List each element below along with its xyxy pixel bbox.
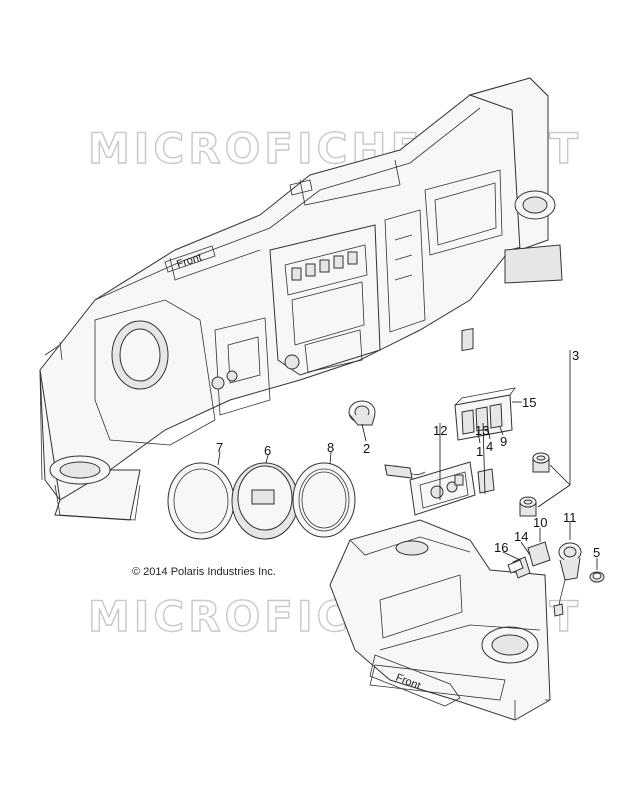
dashboard-assembly: Front [39, 77, 563, 521]
switch-block [454, 328, 516, 441]
callout-9: 9 [500, 434, 507, 449]
callout-4: 4 [486, 439, 493, 454]
callout-3: 3 [572, 348, 579, 363]
callout-14: 14 [514, 529, 528, 544]
gauge-parts [167, 462, 356, 540]
callout-13: 13 [475, 423, 489, 438]
leader-lines [217, 350, 598, 570]
callout-11: 11 [563, 510, 577, 525]
callout-labels: 15 1 4 9 3 12 13 2 7 6 8 16 14 10 11 5 [216, 348, 600, 560]
callout-1: 1 [476, 444, 483, 459]
callout-8: 8 [327, 440, 334, 455]
ignition-switch [348, 400, 376, 426]
callout-7: 7 [216, 440, 223, 455]
callout-15: 15 [522, 395, 536, 410]
power-sockets [519, 452, 550, 517]
callout-2: 2 [363, 441, 370, 456]
callout-12: 12 [433, 423, 447, 438]
callout-6: 6 [264, 443, 271, 458]
callout-10: 10 [533, 515, 547, 530]
console-parts [507, 541, 605, 617]
callout-5: 5 [593, 545, 600, 560]
callout-16: 16 [494, 540, 508, 555]
control-panel [384, 461, 495, 516]
copyright-notice: © 2014 Polaris Industries Inc. [132, 566, 276, 578]
console-assembly: Front [329, 519, 551, 721]
